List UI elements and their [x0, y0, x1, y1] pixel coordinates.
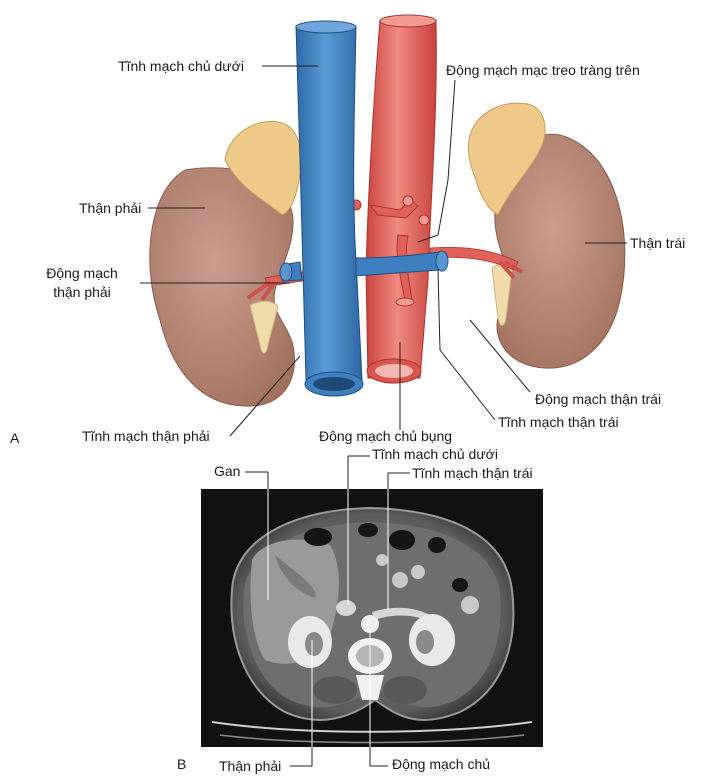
label-right-renal-artery-line1: Động mạch: [46, 265, 118, 281]
left-adrenal-shape: [467, 102, 546, 216]
label-right-renal-artery-line2: thận phải: [53, 284, 111, 300]
ct-ivc: [336, 600, 356, 616]
panel-a-letter: A: [10, 430, 20, 446]
right-ureter-shape: [249, 300, 279, 354]
ct-bowel: [376, 554, 479, 614]
label-left-renal-vein-ct: Tĩnh mạch thận trái: [412, 465, 533, 481]
ct-left-renal-vein: [372, 607, 428, 620]
ct-aorta: [361, 615, 379, 633]
label-left-kidney: Thận trái: [630, 235, 686, 251]
aorta-shape: [365, 19, 437, 379]
label-left-renal-artery: Động mạch thận trái: [535, 391, 662, 407]
left-renal-artery-shape: [429, 246, 519, 271]
label-right-renal-vein: Tĩnh mạch thận phải: [82, 428, 210, 444]
label-abdominal-aorta: Động mạch chủ bụng: [319, 428, 453, 444]
ivc-shape: [295, 25, 363, 381]
ct-bowel-gas: [304, 523, 468, 592]
label-right-kidney: Thận phải: [79, 200, 142, 216]
label-right-kidney-ct: Thận phải: [219, 758, 282, 774]
label-inferior-vena-cava: Tĩnh mạch chủ dưới: [118, 58, 244, 74]
label-ivc-ct: Tĩnh mạch chủ dưới: [372, 446, 498, 462]
label-liver: Gan: [214, 463, 241, 479]
panel-a-leader-lines: [140, 65, 627, 437]
panel-b-letter: B: [177, 756, 187, 772]
label-left-renal-vein-a: Tĩnh mạch thận trái: [498, 414, 619, 430]
label-aorta-ct: Động mạch chủ: [392, 756, 491, 772]
label-superior-mesenteric-artery: Động mạch mạc treo tràng trên: [446, 62, 640, 78]
